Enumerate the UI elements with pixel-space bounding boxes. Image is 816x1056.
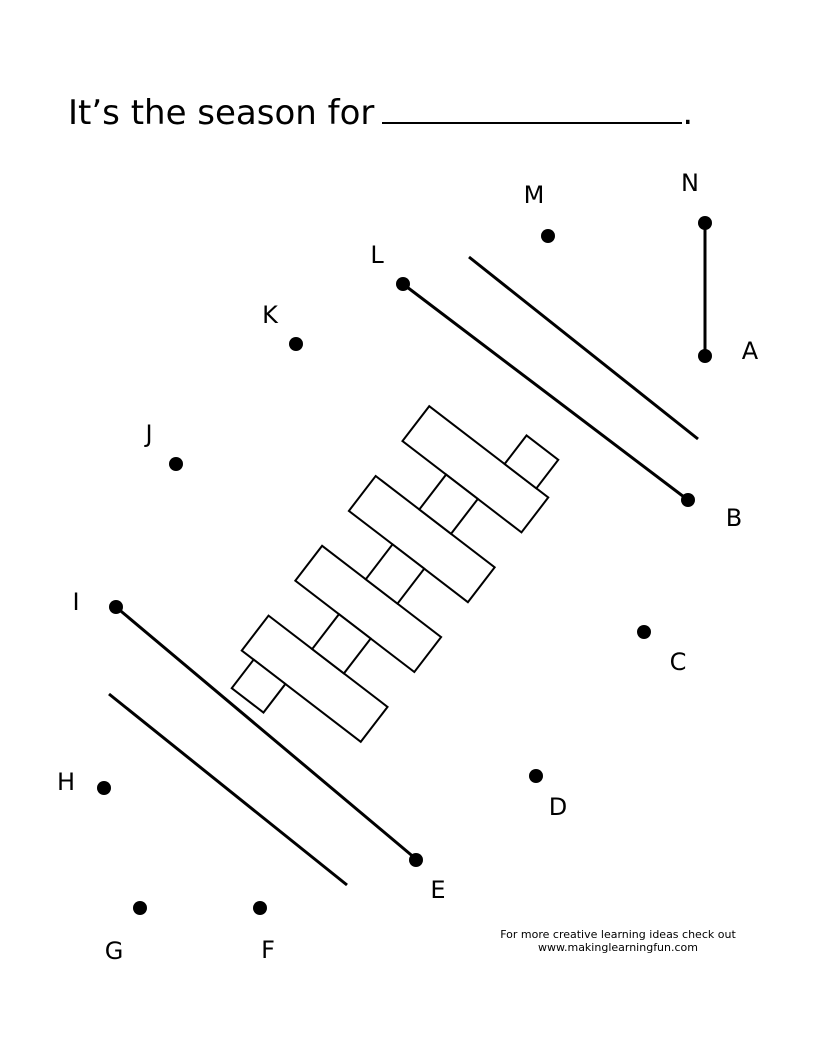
dot-f xyxy=(253,901,267,915)
dot-label-n: N xyxy=(681,169,699,197)
dot-label-h: H xyxy=(57,768,75,796)
footer-website-link[interactable]: www.makinglearningfun.com xyxy=(538,941,698,954)
dots xyxy=(97,216,712,915)
dot-label-g: G xyxy=(105,937,124,965)
worksheet-title: It’s the season for. xyxy=(68,92,693,133)
ladder-block-1 xyxy=(503,434,560,490)
dot-label-d: D xyxy=(549,793,567,821)
line-upper-edge xyxy=(468,255,699,441)
dot-label-e: E xyxy=(430,876,445,904)
dot-a xyxy=(698,349,712,363)
dot-label-i: I xyxy=(72,588,79,616)
footer-line-1: For more creative learning ideas check o… xyxy=(500,928,736,941)
dot-label-m: M xyxy=(524,181,545,209)
center-ladder-shape xyxy=(230,404,560,744)
dot-label-l: L xyxy=(370,241,384,269)
title-period: . xyxy=(682,93,694,133)
dot-labels: A B C D E F G H I J K L M N xyxy=(57,169,759,965)
line-i-to-e xyxy=(115,605,417,861)
dot-label-a: A xyxy=(742,337,759,365)
title-text: It’s the season for xyxy=(68,93,375,133)
dot-i xyxy=(109,600,123,614)
dot-k xyxy=(289,337,303,351)
dot-m xyxy=(541,229,555,243)
line-l-to-b xyxy=(402,282,689,502)
footer-credit: For more creative learning ideas check o… xyxy=(480,928,756,954)
drawn-lines xyxy=(108,223,707,887)
dot-g xyxy=(133,901,147,915)
dot-n xyxy=(698,216,712,230)
dot-e xyxy=(409,853,423,867)
ladder-block-4 xyxy=(310,612,373,675)
dot-d xyxy=(529,769,543,783)
dot-l xyxy=(396,277,410,291)
dot-label-c: C xyxy=(670,648,687,676)
ladder-block-3 xyxy=(364,542,426,606)
dot-c xyxy=(637,625,651,639)
dot-label-k: K xyxy=(262,301,279,329)
dot-j xyxy=(169,457,183,471)
ladder-block-5 xyxy=(230,658,287,714)
dot-label-j: J xyxy=(143,420,152,448)
answer-blank-line xyxy=(382,92,683,124)
line-lower-edge xyxy=(108,692,348,887)
dot-h xyxy=(97,781,111,795)
dot-label-f: F xyxy=(261,936,275,964)
ladder-block-2 xyxy=(417,473,480,536)
dot-b xyxy=(681,493,695,507)
dot-label-b: B xyxy=(726,504,742,532)
